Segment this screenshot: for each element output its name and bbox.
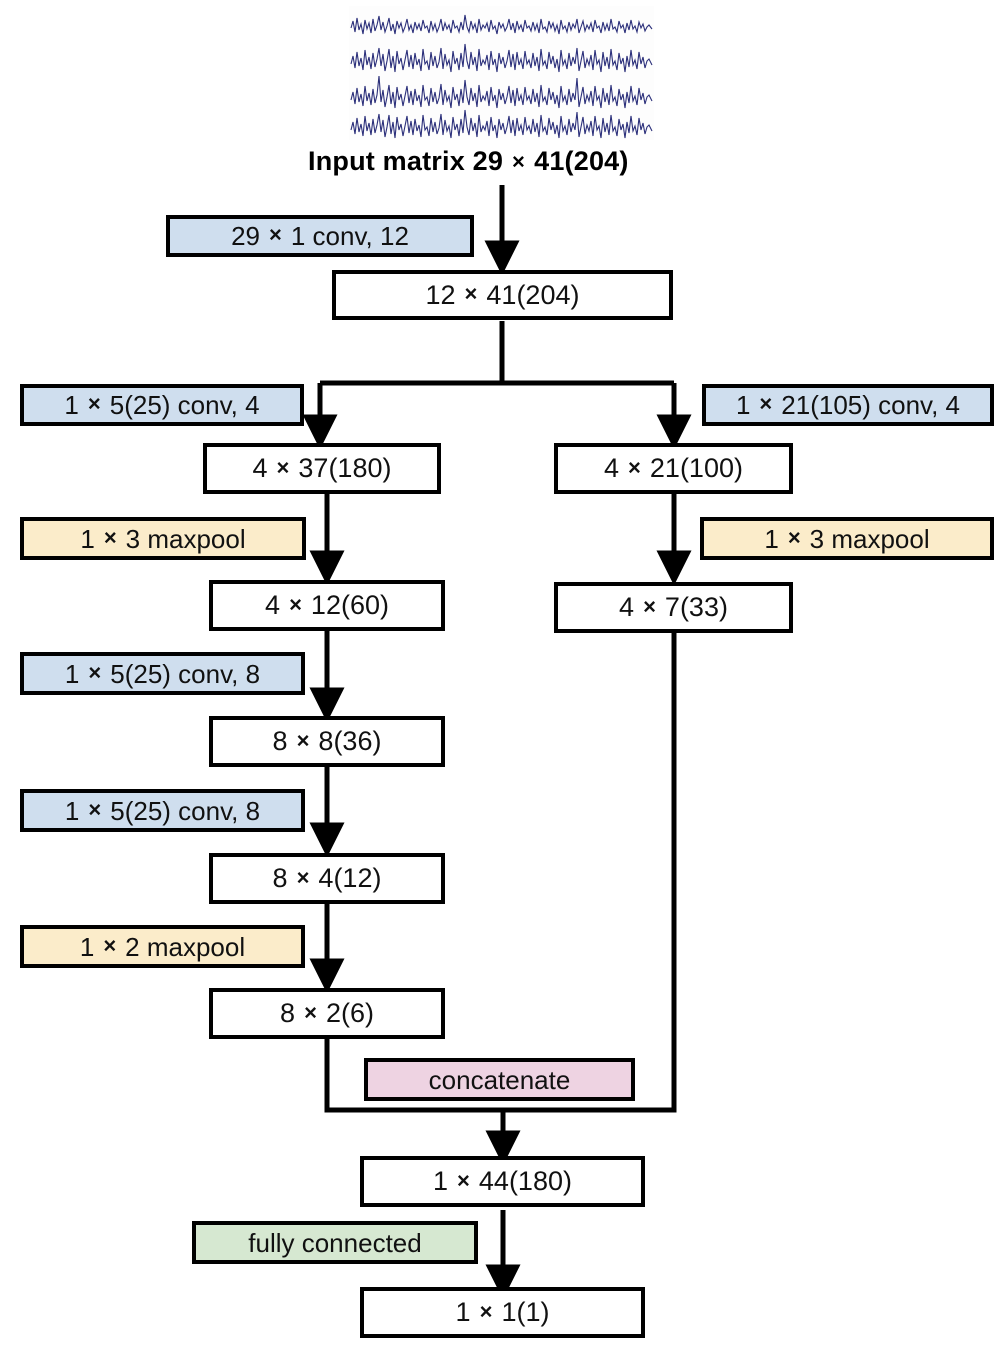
- node-fully-connected[interactable]: fully connected: [192, 1221, 478, 1264]
- node-tensor-4x7: 4×7(33): [554, 582, 793, 633]
- eeg-traces-svg: [349, 6, 654, 140]
- multiplication-sign: ×: [643, 593, 656, 619]
- multiplication-sign: ×: [759, 391, 773, 416]
- multiplication-sign: ×: [304, 999, 317, 1025]
- node-tensor-4x12: 4×12(60): [209, 580, 445, 631]
- node-conv-29x1[interactable]: 29×1 conv, 12: [166, 215, 474, 257]
- page-title: Input matrix 29×41(204): [308, 146, 629, 176]
- node-concatenate[interactable]: concatenate: [364, 1058, 635, 1101]
- node-tensor-12x41: 12×41(204): [332, 270, 673, 320]
- node-tensor-1x44: 1×44(180): [360, 1156, 645, 1207]
- node-conv-1x5-8-a[interactable]: 1×5(25) conv, 8: [20, 652, 305, 695]
- node-tensor-8x8: 8×8(36): [209, 716, 445, 767]
- node-tensor-8x2: 8×2(6): [209, 988, 445, 1039]
- multiplication-sign: ×: [87, 391, 101, 416]
- node-conv-1x5-8-b[interactable]: 1×5(25) conv, 8: [20, 789, 305, 832]
- multiplication-sign: ×: [88, 796, 102, 822]
- multiplication-sign: ×: [787, 524, 801, 550]
- multiplication-sign: ×: [479, 1298, 493, 1324]
- node-tensor-1x1: 1×1(1): [360, 1287, 645, 1338]
- multiplication-sign: ×: [457, 1167, 470, 1193]
- multiplication-sign: ×: [628, 454, 641, 480]
- multiplication-sign: ×: [269, 222, 282, 247]
- multiplication-sign: ×: [88, 659, 102, 685]
- eeg-signal-traces: [349, 6, 654, 140]
- multiplication-sign: ×: [103, 932, 117, 958]
- multiplication-sign: ×: [296, 727, 310, 753]
- multiplication-sign: ×: [103, 524, 117, 550]
- multiplication-sign: ×: [464, 281, 478, 306]
- node-tensor-8x4: 8×4(12): [209, 853, 445, 904]
- multiplication-sign: ×: [289, 591, 302, 617]
- node-conv-1x21-4[interactable]: 1×21(105) conv, 4: [702, 384, 994, 426]
- node-tensor-4x37: 4×37(180): [203, 443, 441, 494]
- node-tensor-4x21: 4×21(100): [554, 443, 793, 494]
- node-maxpool-1x3-right[interactable]: 1×3 maxpool: [700, 517, 994, 560]
- node-maxpool-1x2[interactable]: 1×2 maxpool: [20, 925, 305, 968]
- node-conv-1x5-4[interactable]: 1×5(25) conv, 4: [20, 384, 304, 426]
- multiplication-sign: ×: [512, 149, 526, 174]
- node-maxpool-1x3-left[interactable]: 1×3 maxpool: [20, 517, 306, 560]
- multiplication-sign: ×: [296, 864, 310, 890]
- multiplication-sign: ×: [276, 454, 290, 480]
